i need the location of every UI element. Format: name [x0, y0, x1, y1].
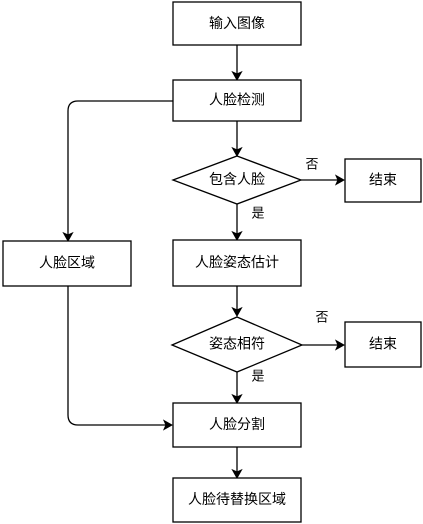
node-end-2: 结束 [344, 321, 422, 368]
node-face-region: 人脸区域 [2, 240, 132, 287]
node-label: 结束 [369, 337, 397, 353]
decision-label: 姿态相符 [209, 337, 265, 353]
arrowhead [231, 306, 243, 318]
edge-label-yes: 是 [251, 207, 264, 222]
arrowhead [162, 419, 174, 431]
edge-label-no: 否 [315, 311, 328, 326]
node-face-segmentation: 人脸分割 [172, 402, 302, 448]
node-label: 人脸待替换区域 [188, 491, 286, 508]
decision-pose-similar: 姿态相符 [170, 316, 304, 373]
node-label: 人脸检测 [209, 93, 265, 109]
decision-contains-face: 包含人脸 [171, 155, 303, 205]
node-label: 人脸区域 [39, 256, 95, 272]
arrowhead [231, 468, 243, 480]
edge-label-no: 否 [305, 158, 318, 173]
arrowhead [62, 231, 74, 243]
node-face-replace-region: 人脸待替换区域 [172, 477, 302, 523]
arrowhead [334, 339, 346, 351]
node-input-image: 输入图像 [172, 1, 302, 46]
arrowhead [231, 146, 243, 158]
node-label: 输入图像 [209, 16, 265, 32]
node-face-detection: 人脸检测 [172, 79, 302, 122]
edges [62, 45, 346, 480]
arrowhead [334, 174, 346, 186]
node-pose-estimation: 人脸姿态估计 [172, 239, 302, 287]
arrowhead [231, 393, 243, 405]
arrowhead [231, 230, 243, 242]
edge-face-region-to-segmentation [67, 286, 166, 426]
node-label: 人脸姿态估计 [195, 255, 279, 271]
node-label: 人脸分割 [209, 416, 265, 433]
arrowhead [231, 70, 243, 82]
node-label: 结束 [369, 173, 397, 189]
decision-label: 包含人脸 [209, 172, 265, 188]
edge-detection-to-face-region [67, 100, 173, 235]
node-end-1: 结束 [344, 158, 422, 203]
edge-label-yes: 是 [251, 370, 264, 385]
